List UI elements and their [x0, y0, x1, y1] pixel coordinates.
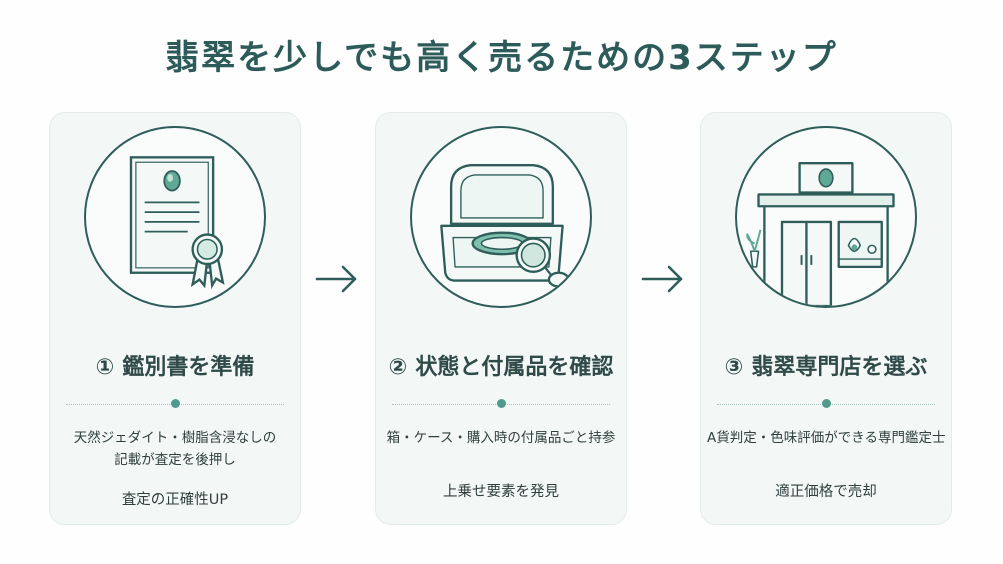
step-3-illustration — [735, 126, 917, 308]
ring-box-icon — [440, 163, 570, 288]
page-title: 翡翠を少しでも高く売るための3ステップ — [165, 38, 838, 78]
arrow-right-icon — [315, 265, 357, 293]
step-1-desc-line-1: 天然ジェダイト・樹脂含浸なしの — [73, 430, 277, 446]
step-1-description: 天然ジェダイト・樹脂含浸なしの 記載が査定を後押し — [56, 427, 294, 471]
step-1-heading-label: 鑑別書を準備 — [122, 355, 255, 380]
step-card-1: ① 鑑別書を準備 天然ジェダイト・樹脂含浸なしの 記載が査定を後押し 査定の正確性… — [49, 112, 301, 525]
step-2-heading: ② 状態と付属品を確認 — [376, 349, 626, 381]
step-3-description: A貨判定・色味評価ができる専門鑑定士 — [707, 427, 945, 449]
step-3-result: 適正価格で売却 — [775, 484, 877, 500]
step-card-2: ② 状態と付属品を確認 箱・ケース・購入時の付属品ごと持参 上乗せ要素を発見 — [375, 112, 627, 525]
step-1-result: 査定の正確性UP — [121, 492, 229, 508]
step-2-divider-dot — [496, 399, 506, 408]
jewelry-store-icon — [745, 162, 895, 306]
step-3-heading: ③ 翡翠専門店を選ぶ — [701, 349, 951, 381]
step-card-3: ③ 翡翠専門店を選ぶ A貨判定・色味評価ができる専門鑑定士 適正価格で売却 — [700, 112, 952, 525]
step-1-desc-line-2: 記載が査定を後押し — [114, 452, 236, 468]
certificate-icon — [129, 156, 225, 290]
step-2-illustration — [410, 126, 592, 308]
step-3-divider-dot — [821, 399, 831, 408]
step-3-heading-label: 翡翠専門店を選ぶ — [751, 355, 928, 380]
step-2-description: 箱・ケース・購入時の付属品ごと持参 — [382, 427, 620, 449]
step-2-result: 上乗せ要素を発見 — [443, 484, 559, 500]
step-3-number: ③ — [724, 355, 744, 380]
step-1-illustration — [84, 126, 266, 308]
step-1-divider-dot — [170, 399, 180, 408]
step-2-heading-label: 状態と付属品を確認 — [415, 355, 614, 380]
step-2-desc-line-1: 箱・ケース・購入時の付属品ごと持参 — [386, 430, 616, 446]
step-1-heading: ① 鑑別書を準備 — [50, 349, 300, 381]
step-2-number: ② — [388, 355, 408, 380]
step-3-desc-line-1: A貨判定・色味評価ができる専門鑑定士 — [707, 430, 946, 446]
step-1-number: ① — [95, 355, 115, 380]
arrow-right-icon — [641, 265, 683, 293]
